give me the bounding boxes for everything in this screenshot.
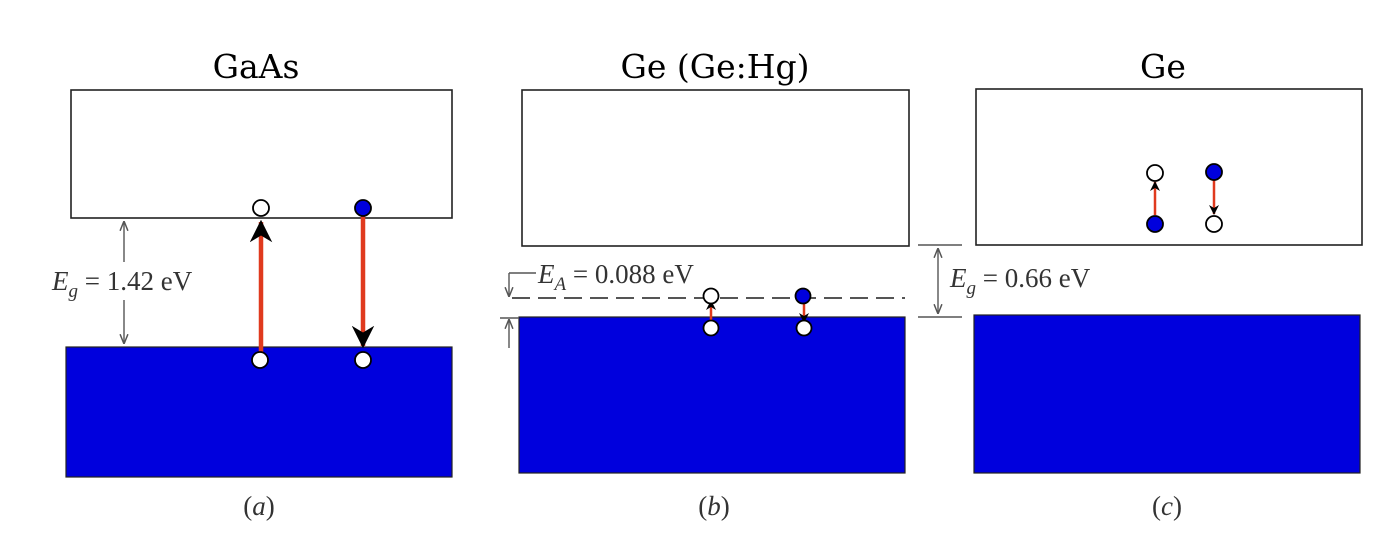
panel-c-electron-top: [1205, 163, 1223, 181]
panel-c-valence-band: [973, 314, 1361, 474]
panel-c-hole-bottom: [1205, 215, 1223, 233]
panel-a-title: GaAs: [213, 47, 300, 86]
panel-a-caption: (a): [243, 491, 275, 521]
panel-a-gap-label: Eg = 1.42 eV: [51, 266, 193, 302]
panel-b-acceptor-label: EA = 0.088 eV: [537, 259, 694, 295]
panel-b-hole-bottom: [702, 319, 720, 337]
panel-a-conduction-band: [70, 89, 453, 219]
panel-b-title: Ge (Ge:Hg): [620, 47, 809, 86]
panel-c-electron-bottom: [1146, 215, 1164, 233]
panel-a-hole-bottom-right: [354, 351, 372, 369]
panel-c-conduction-band: [975, 88, 1363, 246]
panel-b-hole-bottom-right: [795, 319, 813, 337]
panel-a-hole-top: [252, 199, 270, 217]
panel-a-hole-bottom: [251, 351, 269, 369]
panel-b-hole-top: [702, 287, 720, 305]
panel-b-valence-band: [518, 316, 906, 474]
panel-a-electron-top: [354, 199, 372, 217]
panel-b: Ge (Ge:Hg) EA = 0.088 eV (b): [500, 47, 910, 521]
panel-c-gap-label: Eg = 0.66 eV: [949, 263, 1091, 299]
panel-c-hole-top: [1146, 164, 1164, 182]
panel-b-electron-top: [794, 287, 812, 305]
panel-a: GaAs Eg = 1.42 eV (a): [51, 47, 453, 521]
panel-c-title: Ge: [1140, 47, 1186, 86]
panel-c-caption: (c): [1152, 491, 1182, 521]
panel-c: Ge Eg = 0.66 eV (c): [918, 47, 1363, 521]
panel-b-conduction-band: [521, 89, 910, 247]
panel-b-caption: (b): [698, 491, 730, 521]
